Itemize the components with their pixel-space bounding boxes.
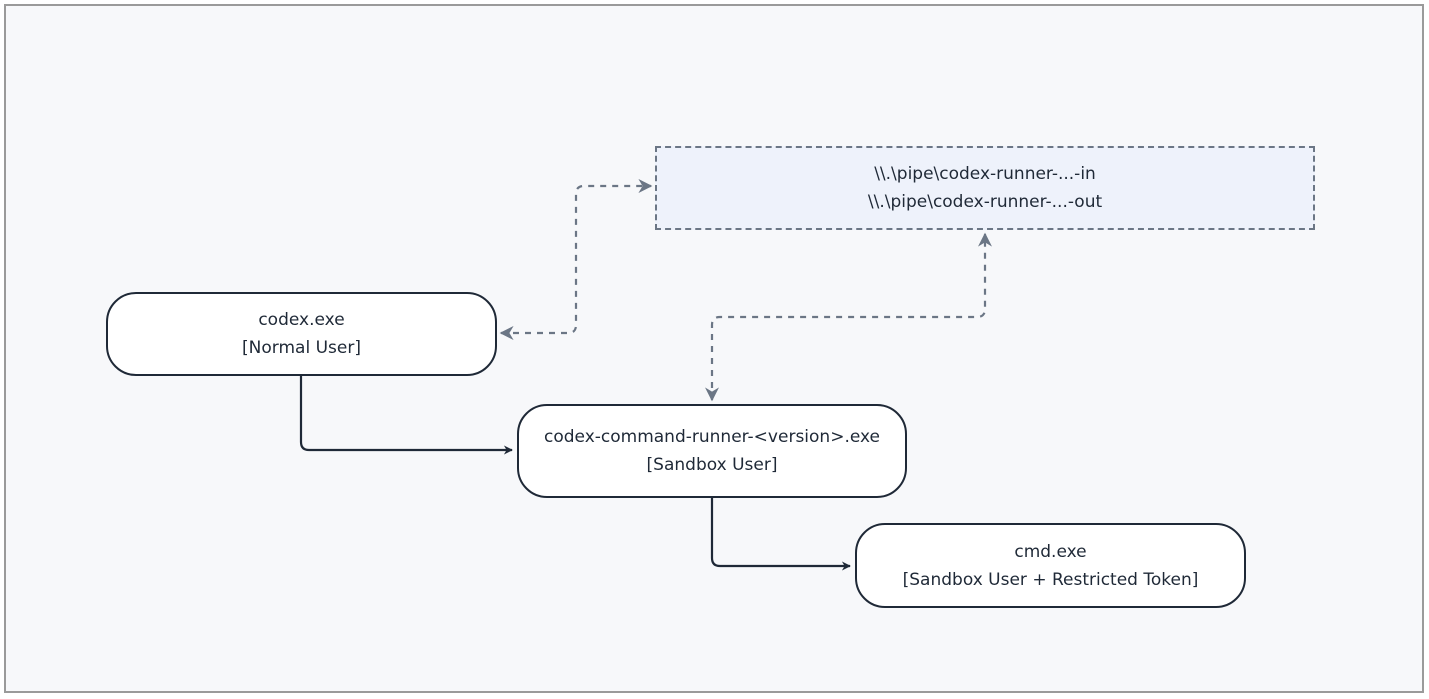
pipe-out-label: \\.\pipe\codex-runner-...-out [867, 192, 1103, 212]
cmd-exe-name: cmd.exe [1014, 541, 1087, 562]
cmd-exe-user: [Sandbox User + Restricted Token] [902, 569, 1199, 590]
pipe-in-label: \\.\pipe\codex-runner-...-in [874, 164, 1096, 184]
command-runner-name: codex-command-runner-<version>.exe [544, 427, 880, 447]
codex-exe-node: codex.exe [Normal User] [106, 292, 497, 376]
codex-exe-name: codex.exe [258, 310, 345, 330]
command-runner-node: codex-command-runner-<version>.exe [Sand… [517, 404, 907, 498]
edge-runner-to-cmd [710, 498, 851, 571]
cmd-exe-node: cmd.exe [Sandbox User + Restricted Token… [855, 523, 1246, 608]
edge-codex-to-pipe [499, 179, 653, 340]
edge-codex-to-runner [299, 376, 513, 455]
named-pipes-node: \\.\pipe\codex-runner-...-in \\.\pipe\co… [655, 146, 1315, 230]
edge-runner-to-pipe [705, 232, 992, 402]
codex-exe-user: [Normal User] [242, 338, 361, 358]
command-runner-user: [Sandbox User] [646, 455, 778, 475]
